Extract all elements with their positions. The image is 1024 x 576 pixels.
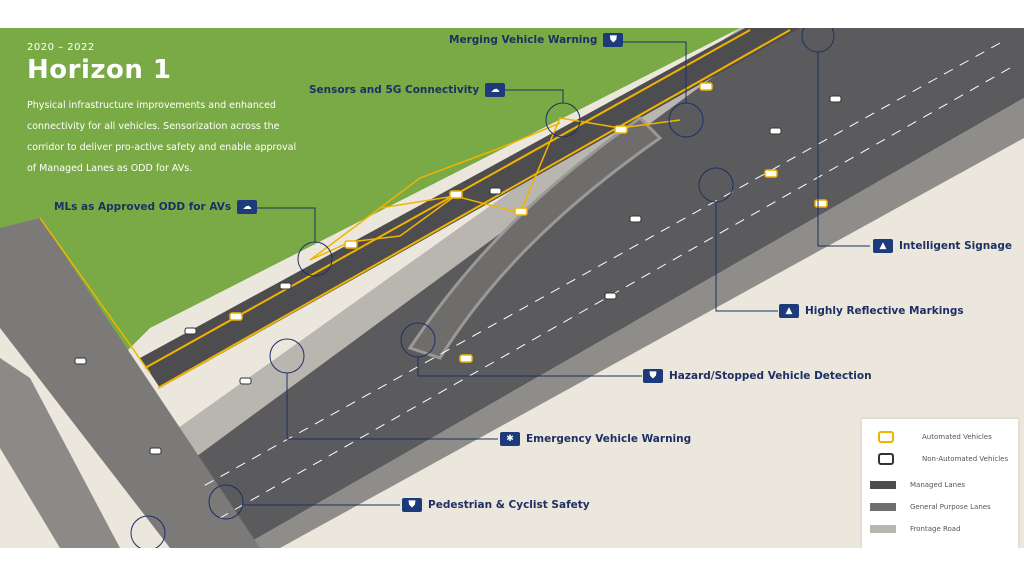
triangle-icon: ▲ (779, 304, 799, 318)
non-automated-vehicle (279, 282, 292, 290)
leader-line (417, 357, 642, 377)
automated-vehicle (344, 240, 358, 249)
legend-row-frontage: Frontage Road (870, 525, 961, 533)
callout-signage: ▲ Intelligent Signage (867, 239, 1012, 253)
callout-sensors: Sensors and 5G Connectivity ☁ (309, 83, 511, 97)
hotspot-circle (208, 484, 244, 520)
grass-area (0, 28, 740, 358)
horizon-description: Physical infrastructure improvements and… (27, 100, 297, 174)
lane-line (39, 217, 151, 374)
callout-mls: MLs as Approved ODD for AVs ☁ (54, 200, 263, 214)
callout-label: MLs as Approved ODD for AVs (54, 201, 232, 213)
lower-road (240, 98, 1024, 548)
non-automated-vehicle (489, 187, 502, 195)
legend-row-general: General Purpose Lanes (870, 503, 991, 511)
lane-line (144, 29, 751, 369)
hotspot-circle (130, 515, 166, 548)
years-label: 2020 – 2022 (27, 42, 95, 53)
vehicles (229, 82, 828, 363)
leader-line (495, 89, 564, 103)
automated-vehicle (814, 199, 828, 208)
automated-vehicle-icon (878, 431, 894, 443)
legend-label: Managed Lanes (910, 481, 966, 489)
non-automated-vehicle (769, 127, 782, 135)
non-automated-vehicle (629, 215, 642, 223)
flyover-ramp (407, 116, 663, 360)
intro-panel: 2020 – 2022 Horizon 1 Physical infrastru… (27, 42, 327, 179)
shield-icon: ⛊ (603, 33, 624, 47)
callout-merging: Merging Vehicle Warning ⛊ (449, 33, 629, 47)
automated-vehicle (514, 207, 528, 216)
leader-line (715, 202, 778, 312)
automated-vehicle (449, 190, 463, 199)
automated-vehicle (699, 82, 713, 91)
legend-row-automated: Automated Vehicles (870, 431, 992, 443)
triangle-icon: ▲ (873, 239, 893, 253)
automated-vehicle (614, 125, 628, 134)
non-automated-vehicle (604, 292, 617, 300)
callout-markings: ▲ Highly Reflective Markings (773, 304, 964, 318)
non-automated-vehicle (829, 95, 842, 103)
general-purpose-lanes (140, 28, 1024, 548)
callout-hazard: ⛊ Hazard/Stopped Vehicle Detection (637, 369, 872, 383)
connectivity-lines (379, 122, 561, 209)
lane-dash (199, 42, 1001, 489)
horizon-title: Horizon 1 (27, 55, 172, 85)
callout-label: Highly Reflective Markings (805, 305, 964, 317)
legend-label: Frontage Road (910, 525, 961, 533)
non-automated-vehicle (239, 377, 252, 385)
automated-vehicle (229, 312, 243, 321)
legend-row-managed: Managed Lanes (870, 481, 965, 489)
callout-label: Emergency Vehicle Warning (526, 433, 692, 445)
leader-line (286, 373, 498, 440)
legend-label: General Purpose Lanes (910, 503, 991, 511)
callout-label: Hazard/Stopped Vehicle Detection (669, 370, 872, 382)
cross-road-left (0, 358, 120, 548)
non-automated-vehicle (149, 447, 162, 455)
leader-line (817, 52, 870, 247)
callout-emergency: ✱ Emergency Vehicle Warning (494, 432, 691, 446)
callout-label: Merging Vehicle Warning (449, 34, 598, 46)
cloud-icon: ☁ (485, 83, 506, 97)
cross-road (0, 218, 260, 548)
managed-lanes-swatch (870, 481, 896, 489)
non-automated-vehicles (74, 95, 842, 455)
legend-label: Non-Automated Vehicles (922, 455, 1009, 463)
non-automated-vehicle-icon (878, 453, 894, 465)
callout-label: Pedestrian & Cyclist Safety (428, 499, 590, 511)
legend-row-non-automated: Non-Automated Vehicles (870, 453, 1008, 465)
lane-line (157, 29, 791, 389)
frontage-road-swatch (870, 525, 896, 533)
automated-vehicle (459, 354, 473, 363)
callout-pedestrian: ⛊ Pedestrian & Cyclist Safety (396, 498, 590, 512)
shield-icon: ⛊ (643, 369, 663, 383)
automated-vehicle (764, 169, 778, 178)
non-automated-vehicle (184, 327, 197, 335)
highway-map (0, 28, 1024, 548)
legend-label: Automated Vehicles (922, 433, 992, 441)
asterisk-icon: ✱ (500, 432, 520, 446)
leader-line (255, 207, 316, 242)
callout-leaders (130, 28, 870, 548)
callout-label: Intelligent Signage (899, 240, 1012, 252)
cloud-icon: ☁ (237, 200, 258, 214)
general-lanes-swatch (870, 503, 896, 511)
non-automated-vehicle (74, 357, 87, 365)
leader-line (618, 41, 687, 103)
shield-icon: ⛊ (402, 498, 422, 512)
infographic-canvas: 2020 – 2022 Horizon 1 Physical infrastru… (0, 28, 1024, 548)
legend: Automated Vehicles Non-Automated Vehicle… (862, 419, 1018, 548)
callout-label: Sensors and 5G Connectivity (309, 84, 480, 96)
